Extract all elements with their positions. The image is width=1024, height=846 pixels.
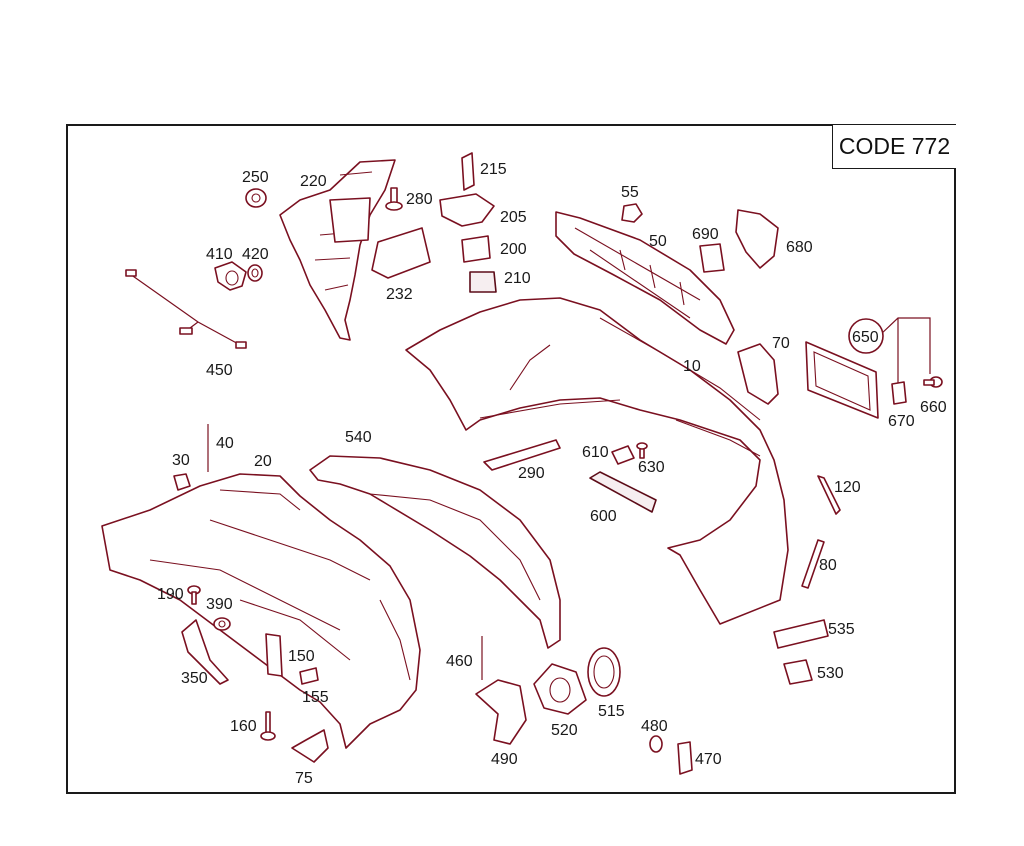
callout-350: 350 bbox=[181, 670, 208, 687]
callout-610: 610 bbox=[582, 444, 609, 461]
callout-215: 215 bbox=[480, 161, 507, 178]
callout-520: 520 bbox=[551, 722, 578, 739]
part-480-nut[interactable] bbox=[649, 735, 663, 753]
code-label: CODE 772 bbox=[838, 133, 951, 159]
callout-280: 280 bbox=[406, 191, 433, 208]
callout-420: 420 bbox=[242, 246, 269, 263]
part-75-bracket[interactable] bbox=[291, 729, 329, 763]
part-190-push-pin[interactable] bbox=[187, 585, 201, 605]
part-515-ring[interactable] bbox=[587, 647, 621, 697]
part-210-insert[interactable] bbox=[469, 271, 497, 293]
callout-30: 30 bbox=[172, 452, 190, 469]
part-540-diffuser[interactable] bbox=[309, 455, 561, 649]
part-280-screw[interactable] bbox=[385, 187, 403, 211]
part-20-lower-bumper[interactable] bbox=[101, 473, 421, 749]
part-50-bracket[interactable] bbox=[555, 211, 735, 345]
callout-10: 10 bbox=[683, 358, 701, 375]
part-232-plate[interactable] bbox=[371, 227, 431, 279]
part-410-sensor[interactable] bbox=[214, 261, 247, 291]
part-55-nut[interactable] bbox=[621, 203, 643, 223]
part-690-pad[interactable] bbox=[699, 243, 725, 273]
callout-210: 210 bbox=[504, 270, 531, 287]
callout-75: 75 bbox=[295, 770, 313, 787]
callout-205: 205 bbox=[500, 209, 527, 226]
callout-490: 490 bbox=[491, 751, 518, 768]
callout-20: 20 bbox=[254, 453, 272, 470]
callout-600: 600 bbox=[590, 508, 617, 525]
callout-150: 150 bbox=[288, 648, 315, 665]
part-660-screw[interactable] bbox=[923, 376, 943, 388]
callout-660: 660 bbox=[920, 399, 947, 416]
part-520-sensor-housing[interactable] bbox=[533, 663, 587, 715]
callout-535: 535 bbox=[828, 621, 855, 638]
part-450-wire-harness[interactable] bbox=[125, 269, 247, 349]
part-530-mount[interactable] bbox=[783, 659, 813, 685]
part-650-plate-frame[interactable] bbox=[805, 341, 879, 419]
part-390-nut[interactable] bbox=[213, 617, 231, 631]
callout-55: 55 bbox=[621, 184, 639, 201]
callout-120: 120 bbox=[834, 479, 861, 496]
callout-450: 450 bbox=[206, 362, 233, 379]
callout-680: 680 bbox=[786, 239, 813, 256]
callout-40: 40 bbox=[216, 435, 234, 452]
part-155-clip[interactable] bbox=[299, 667, 319, 685]
part-535-bracket[interactable] bbox=[773, 619, 829, 649]
part-610-sensor-holder[interactable] bbox=[611, 445, 635, 465]
callout-70: 70 bbox=[772, 335, 790, 352]
callout-155: 155 bbox=[302, 689, 329, 706]
part-10-bumper-cover[interactable] bbox=[405, 297, 789, 625]
part-680-bracket[interactable] bbox=[735, 209, 779, 269]
callout-220: 220 bbox=[300, 173, 327, 190]
callout-200: 200 bbox=[500, 241, 527, 258]
part-420-ring[interactable] bbox=[247, 264, 263, 282]
callout-190: 190 bbox=[157, 586, 184, 603]
part-490-holder[interactable] bbox=[475, 679, 527, 745]
callout-80: 80 bbox=[819, 557, 837, 574]
part-80-trim[interactable] bbox=[801, 539, 825, 589]
callout-390: 390 bbox=[206, 596, 233, 613]
leader-650 bbox=[879, 317, 931, 386]
part-630-screw[interactable] bbox=[636, 442, 648, 459]
callout-circle-650 bbox=[848, 318, 884, 354]
part-470-clip[interactable] bbox=[677, 741, 693, 775]
callout-290: 290 bbox=[518, 465, 545, 482]
callout-232: 232 bbox=[386, 286, 413, 303]
part-30-clip[interactable] bbox=[173, 473, 191, 491]
callout-530: 530 bbox=[817, 665, 844, 682]
callout-540: 540 bbox=[345, 429, 372, 446]
callout-50: 50 bbox=[649, 233, 667, 250]
callout-250: 250 bbox=[242, 169, 269, 186]
part-215-clip[interactable] bbox=[461, 152, 475, 191]
callout-410: 410 bbox=[206, 246, 233, 263]
diagram-frame bbox=[66, 124, 956, 794]
part-670-clip[interactable] bbox=[891, 381, 907, 405]
callout-480: 480 bbox=[641, 718, 668, 735]
part-150-bracket[interactable] bbox=[265, 633, 283, 677]
part-220-bracket[interactable] bbox=[279, 159, 396, 341]
callout-160: 160 bbox=[230, 718, 257, 735]
callout-630: 630 bbox=[638, 459, 665, 476]
callout-670: 670 bbox=[888, 413, 915, 430]
part-290-strip[interactable] bbox=[483, 439, 561, 471]
part-70-guide[interactable] bbox=[737, 343, 779, 405]
callout-460: 460 bbox=[446, 653, 473, 670]
callout-690: 690 bbox=[692, 226, 719, 243]
part-160-screw[interactable] bbox=[260, 711, 276, 741]
part-120-trim[interactable] bbox=[817, 475, 841, 515]
part-200-cover[interactable] bbox=[461, 235, 491, 263]
callout-515: 515 bbox=[598, 703, 625, 720]
part-600-reflector[interactable] bbox=[589, 471, 657, 513]
part-350-bracket[interactable] bbox=[181, 619, 229, 685]
part-250-washer[interactable] bbox=[245, 188, 267, 208]
part-205-bracket[interactable] bbox=[439, 193, 495, 227]
callout-470: 470 bbox=[695, 751, 722, 768]
code-label-box: CODE 772 bbox=[832, 125, 956, 169]
callout-650: 650 bbox=[852, 329, 879, 346]
